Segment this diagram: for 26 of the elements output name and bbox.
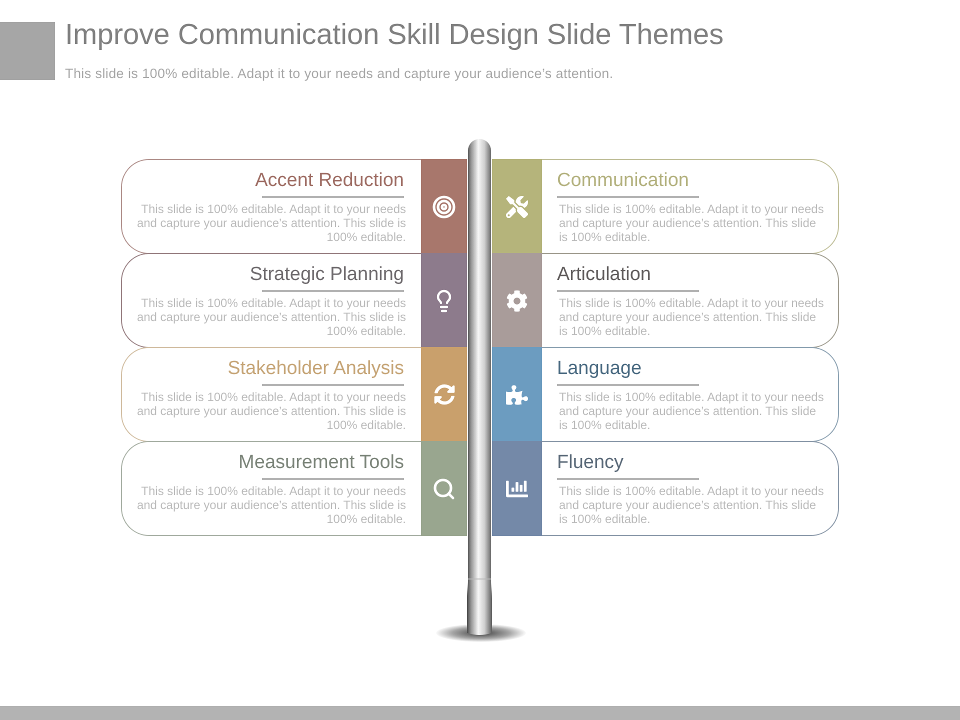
- slide-title: Improve Communication Skill Design Slide Themes: [65, 18, 724, 53]
- card-body-text: This slide is 100% editable. Adapt it to your needs and capture your audience’s attention. This slide is 100% editable.: [559, 390, 825, 432]
- card-body-text: This slide is 100% editable. Adapt it to your needs and capture your audience’s attention. This slide is 100% editable.: [136, 296, 406, 338]
- card-heading: Articulation: [557, 263, 651, 286]
- slide-subtitle: This slide is 100% editable. Adapt it to your needs and capture your audience’s attention.: [65, 65, 614, 82]
- card-body-text: This slide is 100% editable. Adapt it to your needs and capture your audience’s attention. This slide is 100% editable.: [559, 484, 825, 526]
- info-card: [492, 159, 839, 254]
- card-body-text: This slide is 100% editable. Adapt it to your needs and capture your audience’s attention. This slide is 100% editable.: [559, 296, 825, 338]
- card-body-text: This slide is 100% editable. Adapt it to your needs and capture your audience’s attention. This slide is 100% editable.: [136, 390, 406, 432]
- card-body-text: This slide is 100% editable. Adapt it to your needs and capture your audience’s attention. This slide is 100% editable.: [559, 202, 825, 244]
- card-body-text: This slide is 100% editable. Adapt it to your needs and capture your audience’s attention. This slide is 100% editable.: [136, 202, 406, 244]
- info-card: [121, 159, 467, 254]
- card-heading: Communication: [557, 169, 689, 192]
- card-body-text: This slide is 100% editable. Adapt it to your needs and capture your audience’s attention. This slide is 100% editable.: [136, 484, 406, 526]
- card-heading: Accent Reduction: [255, 169, 404, 192]
- card-heading: Measurement Tools: [238, 451, 404, 474]
- info-card: [121, 253, 467, 348]
- info-card: [492, 253, 839, 348]
- info-card: [121, 347, 467, 442]
- info-card: [121, 441, 467, 536]
- card-heading: Stakeholder Analysis: [228, 357, 404, 380]
- info-card: [492, 347, 839, 442]
- card-heading: Strategic Planning: [250, 263, 404, 286]
- card-heading: Fluency: [557, 451, 624, 474]
- info-card: [492, 441, 839, 536]
- card-heading: Language: [557, 357, 642, 380]
